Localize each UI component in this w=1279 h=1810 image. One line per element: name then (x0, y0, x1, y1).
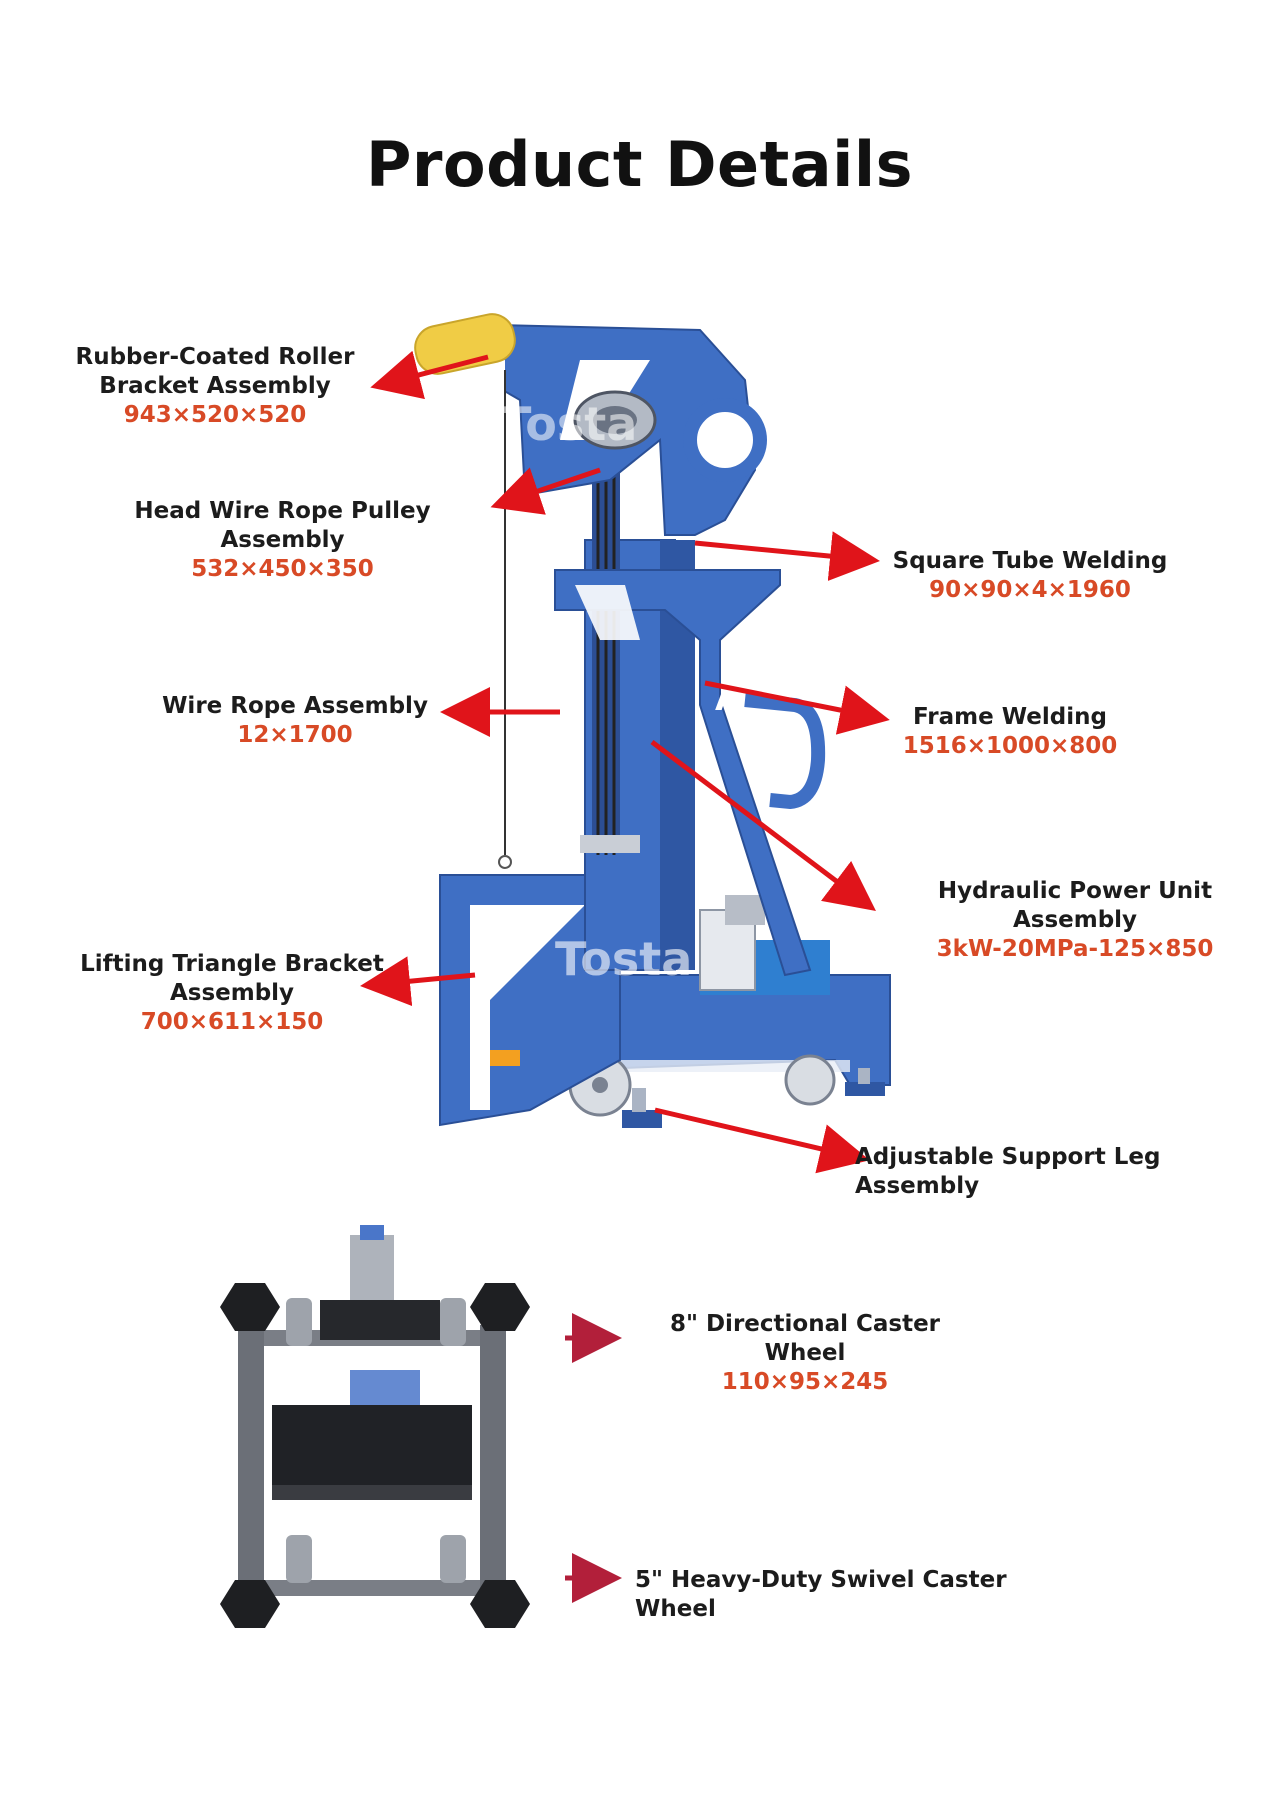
label-triangle: Lifting Triangle Bracket Assembly 700×61… (22, 950, 442, 1037)
label-triangle-dim: 700×611×150 (140, 1009, 324, 1035)
arrow-triangle (360, 956, 476, 1007)
arrow-hydraulic (650, 740, 876, 912)
label-leg-name: Adjustable Support Leg Assembly (855, 1144, 1161, 1199)
label-frame-name: Frame Welding (913, 704, 1107, 730)
label-tube: Square Tube Welding 90×90×4×1960 (890, 547, 1170, 605)
label-leg: Adjustable Support Leg Assembly (855, 1143, 1275, 1201)
watermark: Tosta (555, 932, 692, 986)
arrow-pulley (490, 467, 601, 515)
label-triangle-name: Lifting Triangle Bracket Assembly (80, 951, 384, 1006)
page-title: Product Details (365, 128, 913, 201)
label-hydraulic-dim: 3kW-20MPa-125×850 (936, 936, 1214, 962)
watermark: Tosta (500, 397, 637, 451)
label-roller-dim: 943×520×520 (123, 402, 307, 428)
lift-machine: A (414, 313, 891, 1128)
label-tube-name: Square Tube Welding (892, 548, 1168, 574)
label-hydraulic-name: Hydraulic Power Unit Assembly (937, 878, 1213, 933)
label-rope-name: Wire Rope Assembly (162, 693, 428, 719)
label-frame: Frame Welding 1516×1000×800 (895, 703, 1125, 761)
label-caster8: 8" Directional Caster Wheel 110×95×245 (630, 1310, 980, 1397)
arrow-roller (370, 350, 489, 400)
arrow-frame (704, 680, 890, 735)
label-pulley-name: Head Wire Rope Pulley Assembly (134, 498, 431, 553)
label-roller-name: Rubber-Coated Roller Bracket Assembly (75, 344, 355, 399)
label-caster5: 5" Heavy-Duty Swivel Caster Wheel (635, 1566, 1085, 1624)
arrow-tube (694, 531, 880, 582)
label-roller: Rubber-Coated Roller Bracket Assembly 94… (30, 343, 400, 430)
label-pulley-dim: 532×450×350 (191, 556, 374, 582)
label-rope-dim: 12×1700 (237, 722, 353, 748)
arrow-leg (654, 1107, 870, 1174)
caster-chassis (220, 1225, 530, 1628)
label-pulley: Head Wire Rope Pulley Assembly 532×450×3… (80, 497, 485, 584)
label-tube-dim: 90×90×4×1960 (929, 577, 1131, 603)
label-rope: Wire Rope Assembly 12×1700 (160, 692, 430, 750)
label-hydraulic: Hydraulic Power Unit Assembly 3kW-20MPa-… (880, 877, 1270, 964)
label-frame-dim: 1516×1000×800 (902, 733, 1118, 759)
callout-arrows (360, 350, 890, 1603)
label-caster8-name: 8" Directional Caster Wheel (669, 1311, 941, 1366)
label-caster8-dim: 110×95×245 (721, 1369, 889, 1395)
label-caster5-name: 5" Heavy-Duty Swivel Caster Wheel (635, 1567, 1007, 1622)
